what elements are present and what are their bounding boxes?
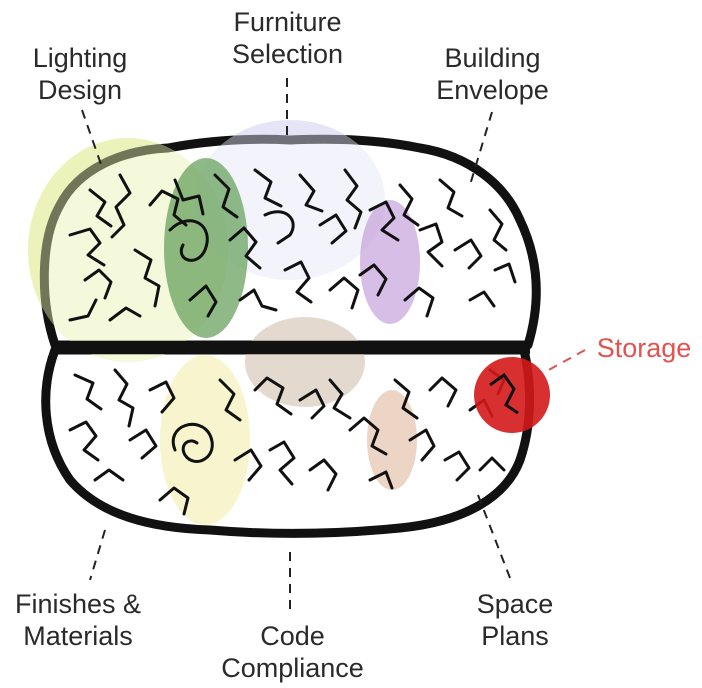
label-code-compliance-line2: Compliance xyxy=(210,652,375,684)
label-space-plans: Space Plans xyxy=(460,588,570,652)
label-storage-text: Storage xyxy=(590,332,698,364)
label-code-compliance: Code Compliance xyxy=(210,620,375,684)
label-lighting-design: Lighting Design xyxy=(20,42,140,106)
leader-storage xyxy=(545,350,585,372)
label-building-envelope: Building Envelope xyxy=(420,42,565,106)
label-building-envelope-line2: Envelope xyxy=(420,74,565,106)
label-furniture-selection-line1: Furniture xyxy=(215,6,360,38)
label-finishes-materials: Finishes & Materials xyxy=(4,588,152,652)
leader-finishes-materials xyxy=(90,530,105,580)
label-storage: Storage xyxy=(590,332,698,364)
label-space-plans-line2: Plans xyxy=(460,620,570,652)
hemisphere-divider xyxy=(52,341,530,354)
label-code-compliance-line1: Code xyxy=(210,620,375,652)
label-finishes-materials-line2: Materials xyxy=(4,620,152,652)
label-lighting-design-line1: Lighting xyxy=(20,42,140,74)
label-building-envelope-line1: Building xyxy=(420,42,565,74)
label-furniture-selection: Furniture Selection xyxy=(215,6,360,70)
label-lighting-design-line2: Design xyxy=(20,74,140,106)
label-finishes-materials-line1: Finishes & xyxy=(4,588,152,620)
label-space-plans-line1: Space xyxy=(460,588,570,620)
label-furniture-selection-line2: Selection xyxy=(215,38,360,70)
